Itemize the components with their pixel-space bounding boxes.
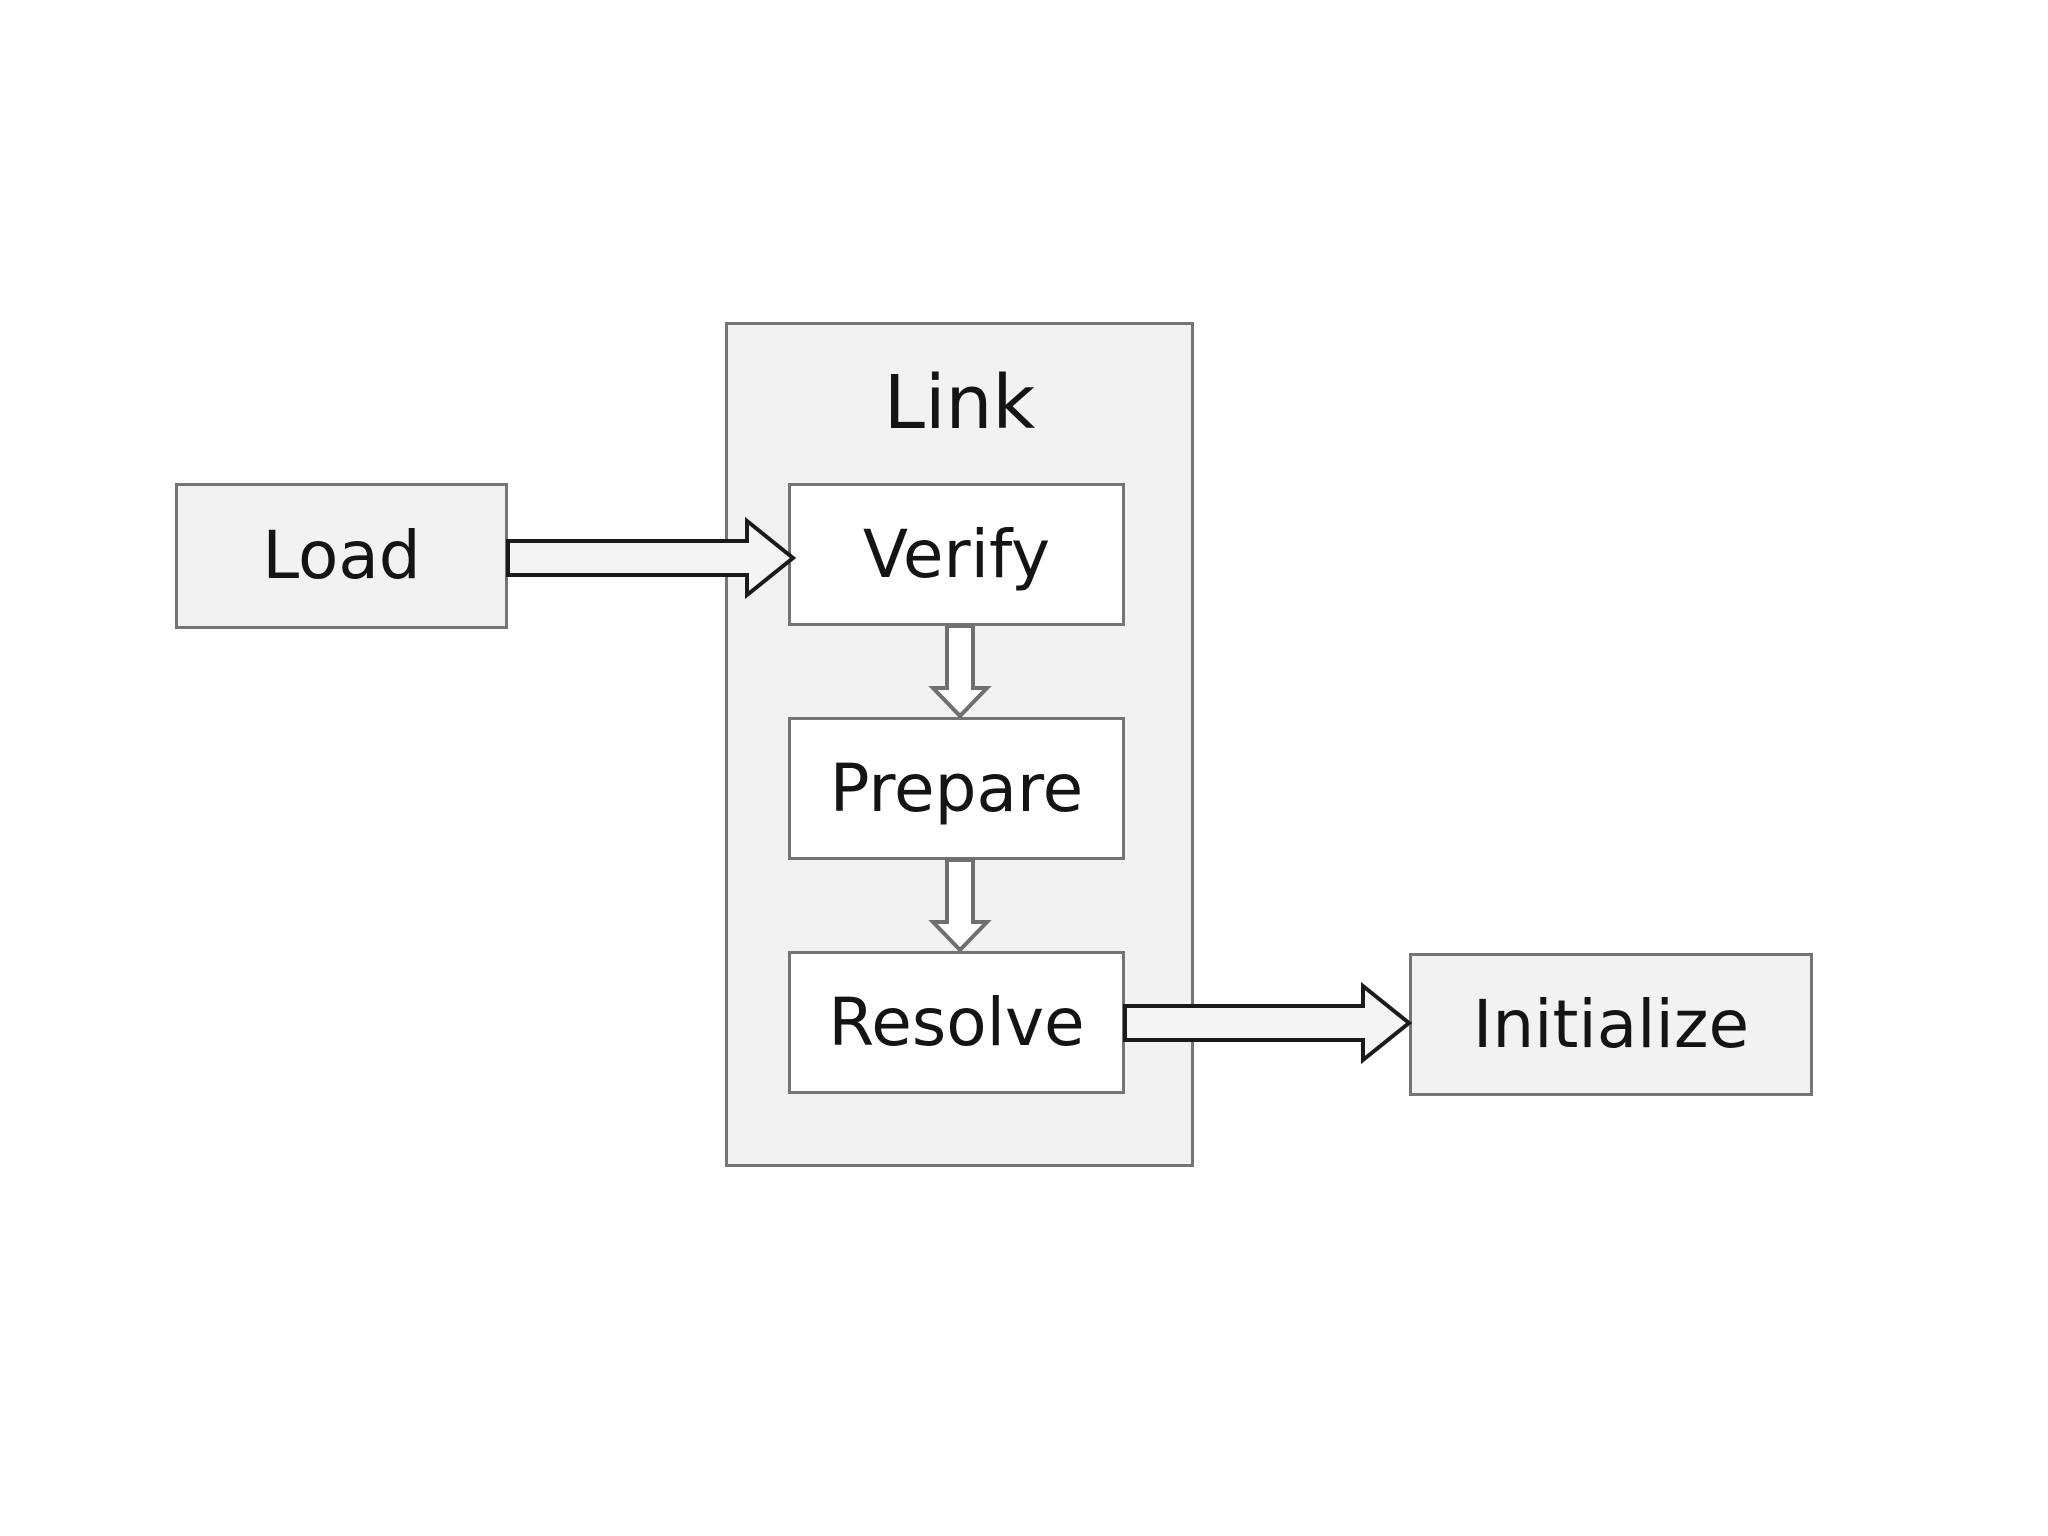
node-verify-label: Verify (862, 515, 1051, 593)
node-load-label: Load (262, 517, 421, 594)
link-group-container: Link Verify Prepare Resolve (725, 322, 1194, 1167)
node-initialize-label: Initialize (1472, 985, 1750, 1063)
node-prepare-label: Prepare (829, 749, 1084, 827)
node-load: Load (175, 483, 508, 629)
link-group-title: Link (883, 360, 1036, 446)
node-resolve: Resolve (788, 951, 1125, 1094)
node-verify: Verify (788, 483, 1125, 626)
node-initialize: Initialize (1409, 953, 1813, 1096)
node-prepare: Prepare (788, 717, 1125, 860)
node-resolve-label: Resolve (828, 983, 1085, 1061)
